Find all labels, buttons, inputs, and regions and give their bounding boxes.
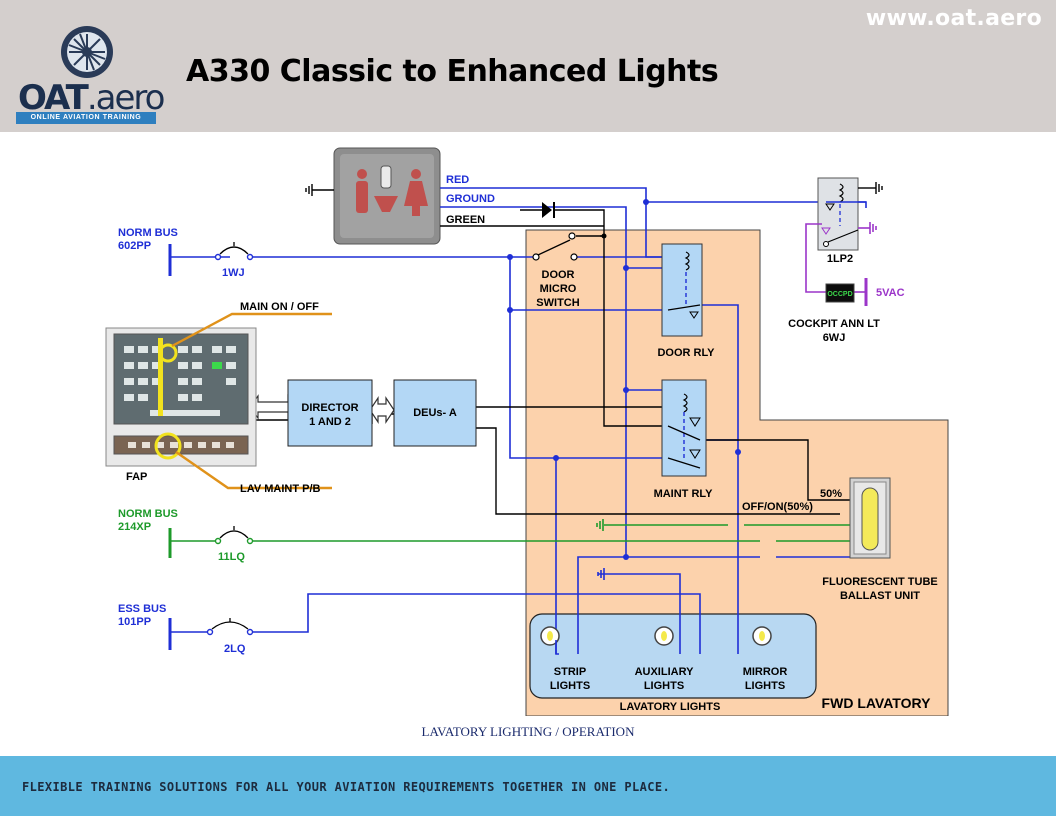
- site-url[interactable]: www.oat.aero: [865, 6, 1042, 31]
- lavatory-lights-panel: [529, 613, 817, 699]
- norm-bus-602-id: 602PP: [118, 240, 151, 252]
- header-curve: [0, 132, 1056, 140]
- blue-wiring: [170, 187, 867, 654]
- man-icon: [357, 169, 367, 179]
- footer-band: [0, 756, 1056, 816]
- director-label-1: DIRECTOR: [301, 402, 358, 414]
- fap-panel[interactable]: [105, 327, 257, 467]
- norm-bus-214-label: NORM BUS: [118, 508, 178, 520]
- auxiliary-light-icon: [654, 626, 674, 646]
- cockpit-ann-lt-id: 6WJ: [823, 332, 846, 344]
- header-band: [0, 0, 1056, 132]
- breaker-1wj[interactable]: [214, 242, 254, 261]
- lavatory-lights-label: LAVATORY LIGHTS: [620, 701, 721, 713]
- maint-rly-label: MAINT RLY: [654, 488, 714, 500]
- main-on-off-label: MAIN ON / OFF: [240, 301, 319, 313]
- logo-tagline: ONLINE AVIATION TRAINING: [16, 112, 156, 124]
- turbine-icon: [61, 26, 113, 78]
- lav-maint-pb-label: LAV MAINT P/B: [240, 483, 321, 495]
- relay-ground-symbol: [858, 182, 883, 194]
- aux-lights-label-1: AUXILIARY: [635, 666, 695, 678]
- green-ground-symbol: [596, 519, 604, 531]
- occpd-annunciator: [825, 283, 855, 303]
- switch-1wj-label: 1WJ: [222, 267, 245, 279]
- relay-1lp2: [817, 177, 866, 251]
- fluorescent-label-1: FLUORESCENT TUBE: [822, 576, 938, 588]
- door-relay: [661, 243, 703, 337]
- leader-lines: [171, 312, 332, 490]
- door-rly-label: DOOR RLY: [657, 347, 715, 359]
- maint-relay: [661, 379, 707, 477]
- fwd-lavatory-label: FWD LAVATORY: [822, 695, 932, 711]
- door-micro-switch: [532, 239, 578, 261]
- woman-icon: [411, 169, 421, 179]
- norm-bus-214-id: 214XP: [118, 521, 151, 533]
- off-on-50-label: OFF/ON(50%): [742, 501, 813, 513]
- ess-bus-id: 101PP: [118, 616, 151, 628]
- ground-symbol: [305, 184, 334, 196]
- occupied-sign: [333, 147, 441, 245]
- fap-label: FAP: [126, 471, 147, 483]
- aux-lights-label-2: LIGHTS: [644, 680, 684, 692]
- ess-bus-label: ESS BUS: [118, 603, 166, 615]
- 5vac-label: 5VAC: [876, 287, 905, 299]
- blue-junctions: [507, 199, 741, 560]
- blue-ground-symbol: [597, 568, 605, 580]
- wire-red-label: RED: [446, 174, 469, 186]
- main-on-off-highlight: [158, 343, 178, 363]
- switch-2lq-label: 2LQ: [224, 643, 246, 655]
- fluorescent-ballast: [849, 477, 891, 559]
- norm-bus-602-label: NORM BUS: [118, 227, 178, 239]
- diagram-caption: LAVATORY LIGHTING / OPERATION: [421, 724, 635, 739]
- strip-lights-label-2: LIGHTS: [550, 680, 590, 692]
- wire-ground-label: GROUND: [446, 193, 495, 205]
- breaker-11lq[interactable]: [214, 526, 254, 545]
- occpd-label: OCCPD: [827, 291, 852, 298]
- switch-11lq-label: 11LQ: [218, 551, 245, 563]
- mirror-lights-label-2: LIGHTS: [745, 680, 785, 692]
- purple-ground-symbol: [869, 222, 877, 234]
- director-label-2: 1 AND 2: [309, 416, 351, 428]
- director-box: [287, 379, 373, 447]
- fluorescent-label-2: BALLAST UNIT: [840, 590, 920, 602]
- black-wiring: [252, 209, 856, 515]
- lav-maint-highlight: [154, 432, 182, 460]
- deus-box: [393, 379, 477, 447]
- deus-label: DEUs- A: [413, 407, 457, 419]
- diode-icon: [542, 202, 555, 218]
- pct-50-label: 50%: [820, 488, 842, 500]
- door-micro-label-1: DOOR: [542, 269, 575, 281]
- green-wiring: [170, 524, 854, 542]
- logo-text: OAT.aero: [18, 78, 165, 118]
- strip-lights-label-1: STRIP: [554, 666, 586, 678]
- page-title: A330 Classic to Enhanced Lights: [186, 54, 719, 89]
- oat-logo[interactable]: OAT.aero ONLINE AVIATION TRAINING: [12, 20, 165, 128]
- cockpit-ann-lt-label: COCKPIT ANN LT: [788, 318, 880, 330]
- footer-tagline: FLEXIBLE TRAINING SOLUTIONS FOR ALL YOUR…: [22, 780, 671, 794]
- strip-light-icon: [540, 626, 560, 646]
- breaker-2lq[interactable]: [206, 618, 254, 636]
- purple-wiring: [805, 223, 870, 293]
- relay-1lp2-label: 1LP2: [827, 253, 853, 265]
- mirror-light-icon: [752, 626, 772, 646]
- door-micro-label-2: MICRO: [540, 283, 577, 295]
- washbasin-icon: [374, 196, 398, 212]
- wire-green-label: GREEN: [446, 214, 485, 226]
- door-micro-label-3: SWITCH: [536, 297, 579, 309]
- lavatory-lighting-diagram: NORM BUS 602PP 1WJ ESS BUS 101PP 2LQ RED…: [105, 147, 949, 716]
- mirror-lights-label-1: MIRROR: [743, 666, 788, 678]
